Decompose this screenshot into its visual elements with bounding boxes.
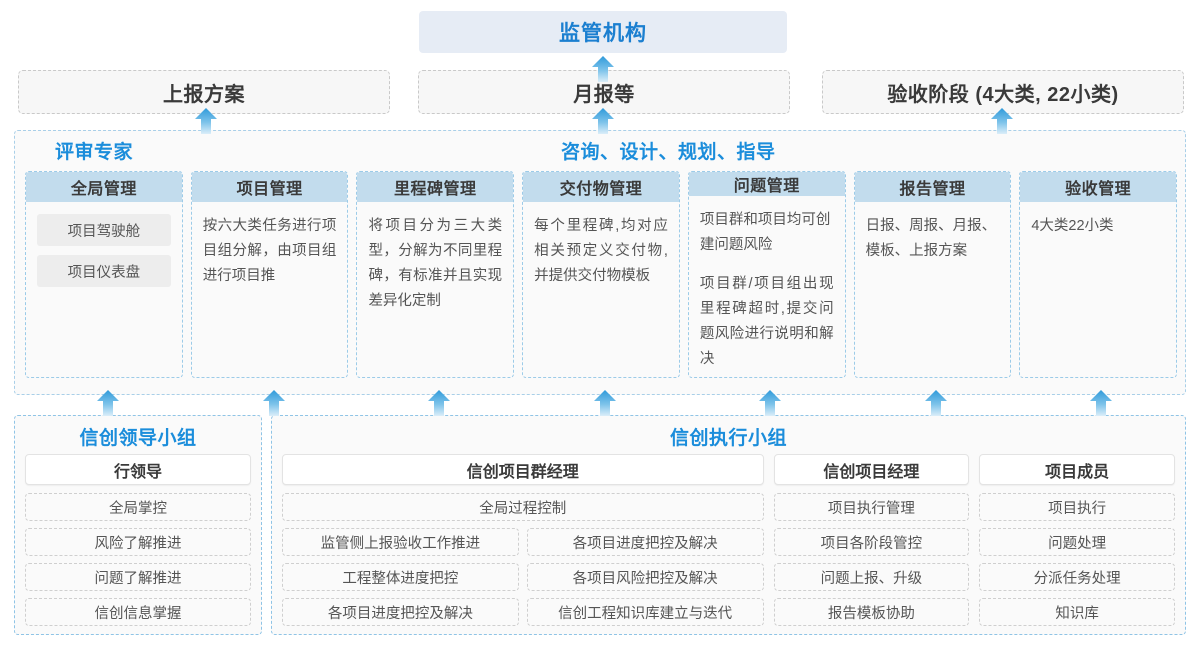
role-item: 全局掌控 [25,493,251,521]
service-column-paragraph: 4大类22小类 [1031,218,1114,234]
role-head: 信创项目经理 [773,454,970,485]
service-columns: 全局管理 项目驾驶舱 项目仪表盘 项目管理 按六大类任务进行项目组分解，由项目组… [25,171,1178,378]
program-manager-grid-right: 各项目进度把控及解决 各项目风险把控及解决 信创工程知识库建立与迭代 [526,528,764,626]
role-item: 分派任务处理 [979,563,1175,591]
report-box-acceptance: 验收阶段 (4大类, 22小类) [822,70,1184,114]
service-column-paragraph: 日报、周报、月报、模板、上报方案 [865,218,997,259]
regulatory-authority-label: 监管机构 [559,22,647,45]
service-column-project-management: 项目管理 按六大类任务进行项目组分解，由项目组进行项目推 [190,171,349,378]
service-column-paragraph: 每个里程碑,均对应相关预定义交付物,并提供交付物模板 [534,218,668,284]
service-column-body: 项目驾驶舱 项目仪表盘 [26,202,182,377]
role-head: 项目成员 [979,454,1175,485]
service-column-body: 4大类22小类 [1020,202,1176,377]
service-column-report-management: 报告管理 日报、周报、月报、模板、上报方案 [853,171,1012,378]
role-head: 行领导 [25,454,251,485]
role-item: 项目各阶段管控 [773,528,970,556]
role-item: 监管侧上报验收工作推进 [282,528,519,556]
service-pill: 项目仪表盘 [37,255,171,287]
service-column-title: 验收管理 [1020,172,1177,202]
role-item: 问题处理 [979,528,1175,556]
role-column-project-members: 项目成员 项目执行 问题处理 分派任务处理 知识库 [979,454,1175,626]
role-item: 问题了解推进 [25,563,251,591]
role-item: 全局过程控制 [282,493,764,521]
role-column-bank-leader: 行领导 全局掌控 风险了解推进 问题了解推进 信创信息掌握 [25,454,251,626]
role-column-project-manager: 信创项目经理 项目执行管理 项目各阶段管控 问题上报、升级 报告模板协助 [773,454,970,626]
service-column-global-management: 全局管理 项目驾驶舱 项目仪表盘 [25,171,183,378]
report-box-acceptance-label: 验收阶段 (4大类, 22小类) [887,83,1119,106]
team-execution-title: 信创执行小组 [669,428,787,449]
service-panel-header: 评审专家 咨询、设计、规划、指导 [15,131,1185,167]
service-column-milestone-management: 里程碑管理 将项目分为三大类型，分解为不同里程碑，有标准并且实现差异化定制 [356,171,515,378]
role-item: 项目执行 [979,493,1175,521]
service-column-body: 日报、周报、月报、模板、上报方案 [855,202,1011,377]
service-column-paragraph: 项目群/项目组出现里程碑超时,提交问题风险进行说明和解决 [699,276,834,367]
report-box-plan-label: 上报方案 [163,83,245,106]
service-column-body: 将项目分为三大类型，分解为不同里程碑，有标准并且实现差异化定制 [357,202,513,377]
service-column-body: 每个里程碑,均对应相关预定义交付物,并提供交付物模板 [523,202,679,377]
execution-role-columns: 信创项目群经理 全局过程控制 监管侧上报验收工作推进 工程整体进度把控 各项目进… [282,454,1175,626]
team-execution-group: 信创执行小组 信创项目群经理 全局过程控制 监管侧上报验收工作推进 工程整体进度… [271,415,1186,635]
role-item: 知识库 [979,598,1175,626]
team-leadership-title: 信创领导小组 [79,428,197,449]
report-box-monthly: 月报等 [418,70,790,114]
service-panel-label-right: 咨询、设计、规划、指导 [561,142,776,163]
report-box-plan: 上报方案 [18,70,390,114]
program-manager-grid: 监管侧上报验收工作推进 工程整体进度把控 各项目进度把控及解决 各项目进度把控及… [282,528,764,626]
service-column-title: 报告管理 [854,172,1011,202]
teams-row: 信创领导小组 行领导 全局掌控 风险了解推进 问题了解推进 信创信息掌握 信创执… [14,415,1186,635]
service-column-title: 全局管理 [26,172,182,202]
service-column-title: 项目管理 [191,172,348,202]
service-column-body: 项目群和项目均可创建问题风险 项目群/项目组出现里程碑超时,提交问题风险进行说明… [689,196,845,377]
service-column-title: 问题管理 [688,172,845,196]
role-item: 各项目进度把控及解决 [526,528,764,556]
role-column-program-manager: 信创项目群经理 全局过程控制 监管侧上报验收工作推进 工程整体进度把控 各项目进… [282,454,764,626]
role-item: 报告模板协助 [773,598,970,626]
service-column-title: 交付物管理 [523,172,679,202]
role-item: 工程整体进度把控 [282,563,519,591]
report-box-monthly-label: 月报等 [573,83,635,106]
service-column-issue-management: 问题管理 项目群和项目均可创建问题风险 项目群/项目组出现里程碑超时,提交问题风… [687,171,846,378]
team-leadership-group: 信创领导小组 行领导 全局掌控 风险了解推进 问题了解推进 信创信息掌握 [14,415,262,635]
program-manager-grid-left: 监管侧上报验收工作推进 工程整体进度把控 各项目进度把控及解决 [282,528,519,626]
service-column-paragraph: 按六大类任务进行项目组分解，由项目组进行项目推 [202,218,337,284]
role-item: 各项目风险把控及解决 [526,563,764,591]
role-head: 信创项目群经理 [282,454,764,485]
report-boxes-row: 上报方案 月报等 验收阶段 (4大类, 22小类) [0,70,1200,114]
role-item: 各项目进度把控及解决 [282,598,519,626]
regulatory-authority-box: 监管机构 [419,11,787,53]
role-item: 信创信息掌握 [25,598,251,626]
service-column-title: 里程碑管理 [357,172,514,202]
service-column-acceptance-management: 验收管理 4大类22小类 [1019,171,1178,378]
service-column-deliverable-management: 交付物管理 每个里程碑,均对应相关预定义交付物,并提供交付物模板 [522,171,680,378]
service-panel: 评审专家 咨询、设计、规划、指导 全局管理 项目驾驶舱 项目仪表盘 项目管理 按… [14,130,1186,395]
role-item: 风险了解推进 [25,528,251,556]
service-column-paragraph: 项目群和项目均可创建问题风险 [699,212,831,253]
service-column-body: 按六大类任务进行项目组分解，由项目组进行项目推 [192,202,348,377]
role-item: 问题上报、升级 [773,563,970,591]
service-panel-label-left: 评审专家 [55,142,134,163]
service-pill: 项目驾驶舱 [37,214,171,246]
service-column-paragraph: 将项目分为三大类型，分解为不同里程碑，有标准并且实现差异化定制 [368,218,503,309]
role-item: 项目执行管理 [773,493,970,521]
role-item: 信创工程知识库建立与迭代 [526,598,764,626]
